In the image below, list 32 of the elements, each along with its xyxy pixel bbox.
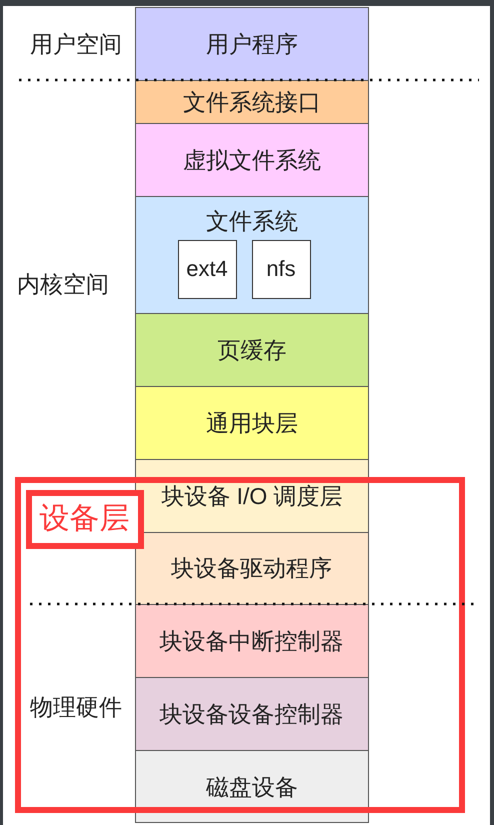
- layer-label: 通用块层: [206, 410, 298, 436]
- layer-box: [135, 123, 369, 196]
- highlight-title: 设备层: [40, 502, 130, 536]
- region-label: 用户空间: [30, 31, 122, 57]
- layer-label: 页缓存: [218, 337, 286, 363]
- layer-label: 块设备设备控制器: [160, 700, 344, 726]
- layer-box: [135, 7, 369, 80]
- filesystem-name: ext4: [186, 257, 228, 281]
- layer-box: [135, 386, 369, 459]
- layer-box: [134, 676, 368, 750]
- layer-label: 块设备中断控制器: [160, 628, 344, 654]
- layer-label: 文件系统接口: [183, 89, 321, 115]
- layer-label: 虚拟文件系统: [183, 147, 321, 173]
- filesystem-box: [252, 240, 310, 298]
- layer-box: [135, 459, 369, 532]
- region-label: 内核空间: [17, 271, 109, 297]
- layer-box: [134, 532, 368, 604]
- filesystem-name: nfs: [266, 257, 296, 281]
- layer-label: 磁盘设备: [206, 774, 298, 800]
- highlight-frame: [15, 477, 465, 813]
- highlight-tag: [26, 490, 144, 548]
- region-label: 物理硬件: [30, 694, 122, 720]
- layer-label: 用户程序: [206, 31, 298, 57]
- layer-box: [135, 313, 369, 386]
- layer-label: 文件系统: [206, 208, 298, 234]
- layer-box: [135, 750, 369, 823]
- layer-box: [135, 196, 369, 313]
- filesystem-box: [178, 240, 236, 298]
- layer-box: [135, 80, 369, 123]
- layer-box: [134, 604, 368, 676]
- layer-label: 块设备驱动程序: [171, 555, 332, 581]
- layer-label: 块设备 I/O 调度层: [161, 483, 343, 509]
